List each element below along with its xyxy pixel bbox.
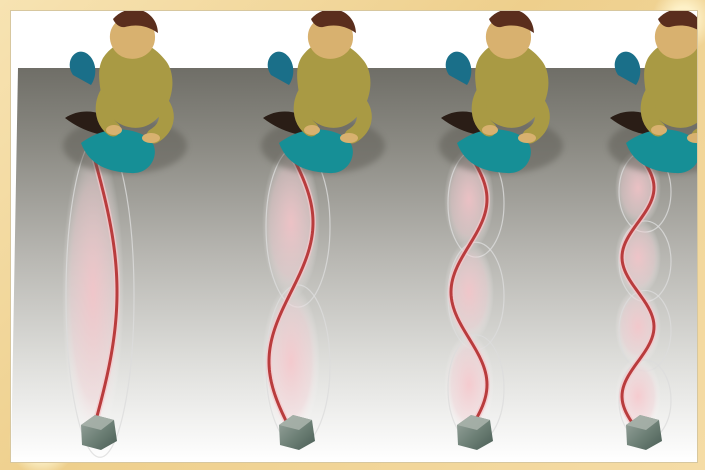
standing-waves-scene (11, 11, 697, 462)
person-hand-right (142, 133, 160, 143)
person-hand-right (518, 133, 536, 143)
person-hand-left (651, 125, 667, 135)
person-hand-left (304, 125, 320, 135)
person-hand-left (482, 125, 498, 135)
person-hand-right (340, 133, 358, 143)
person-hand-left (106, 125, 122, 135)
standing-wave-illustration (10, 10, 698, 463)
